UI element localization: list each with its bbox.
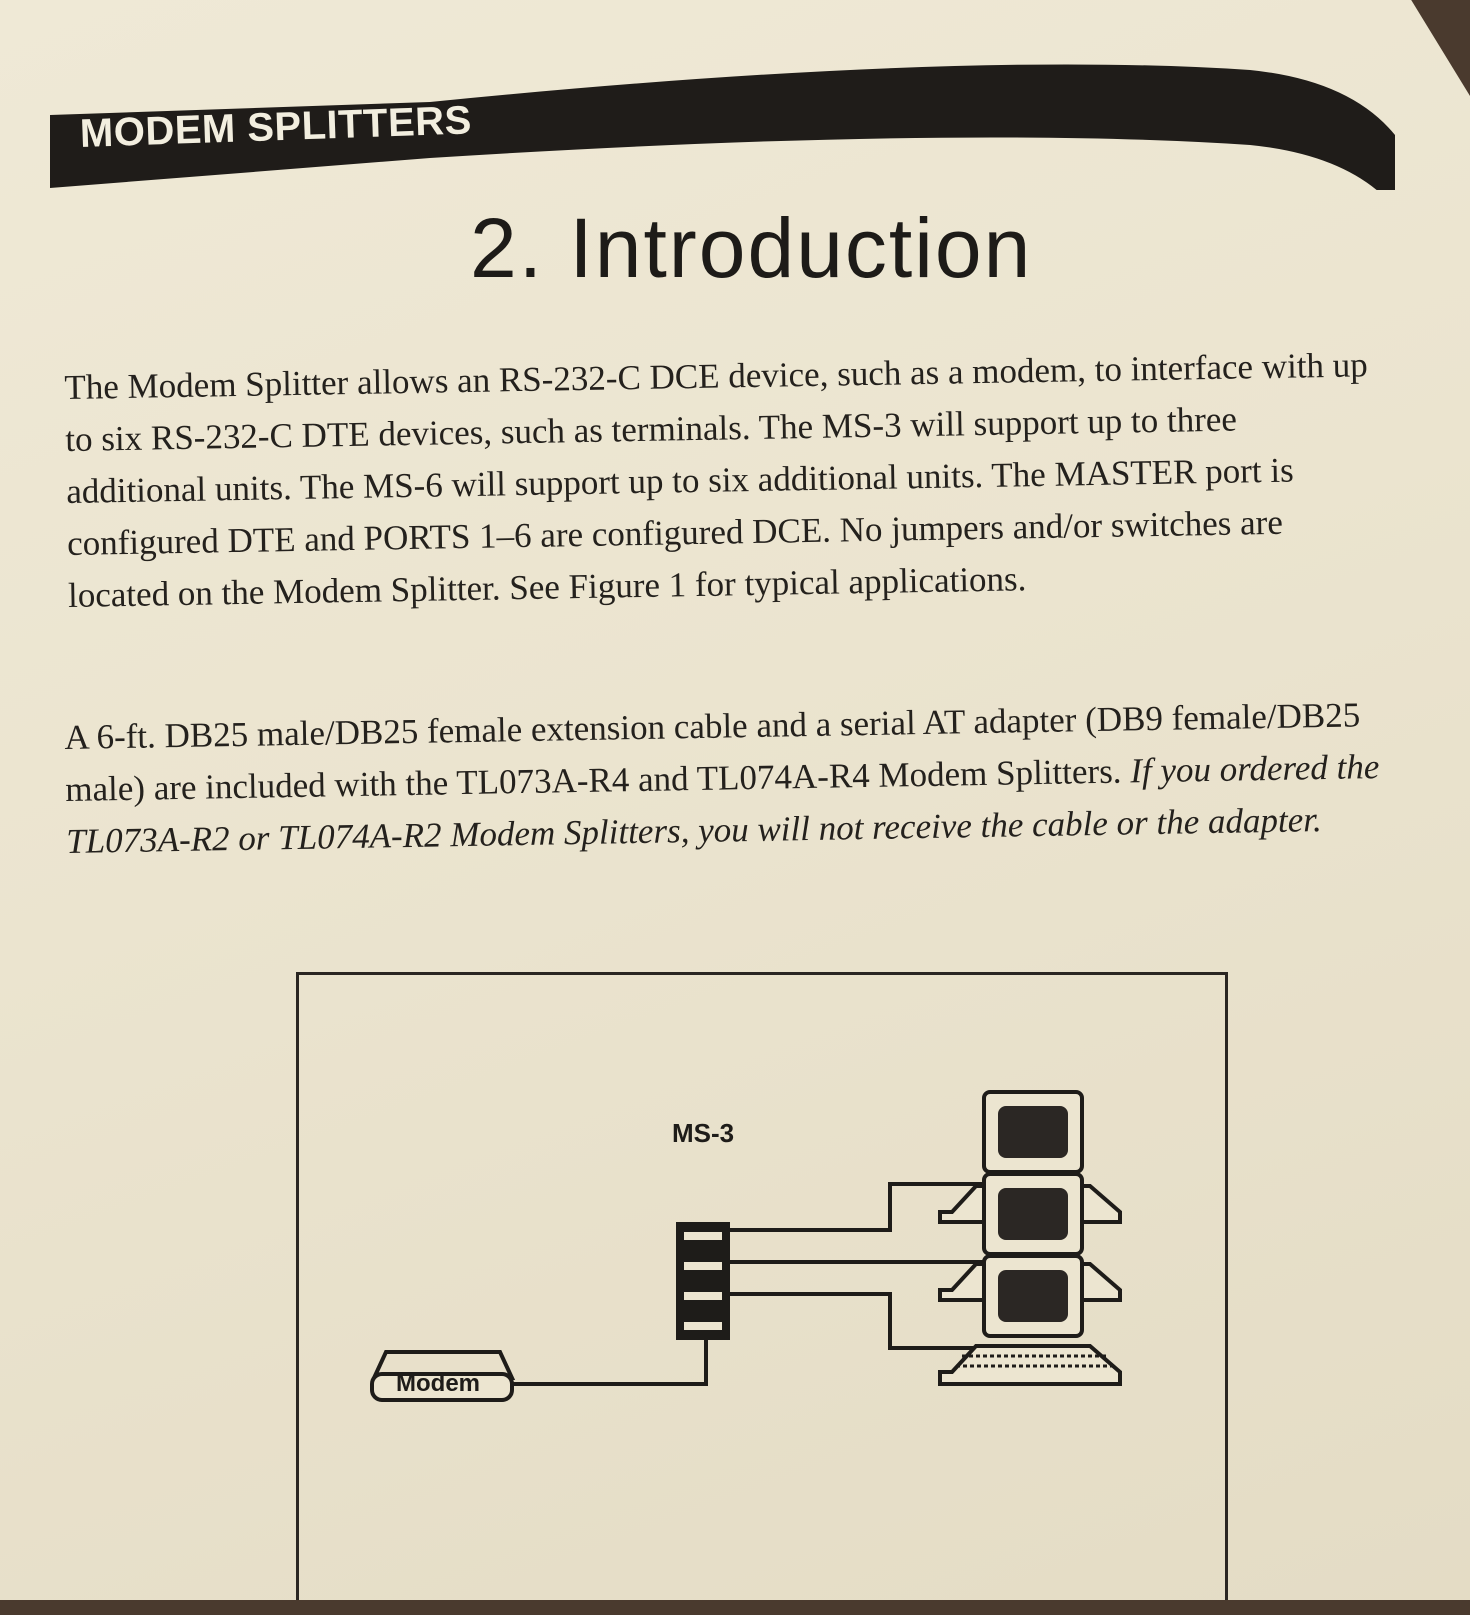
terminal-icon-3 [938,1254,1122,1386]
section-header-band [50,40,1430,190]
terminal-cable-1 [730,1182,990,1232]
page-title: 2. Introduction [470,201,1033,295]
splitter-unit-icon [676,1222,730,1340]
modem-device-icon [370,1350,516,1402]
modem-cable [512,1340,708,1386]
figure-1-frame [296,972,1228,1600]
header-band-shape [50,64,1395,190]
terminal-cable-3 [730,1292,990,1350]
splitter-label: MS-3 [672,1118,735,1148]
modem-label: Modem [396,1370,480,1397]
